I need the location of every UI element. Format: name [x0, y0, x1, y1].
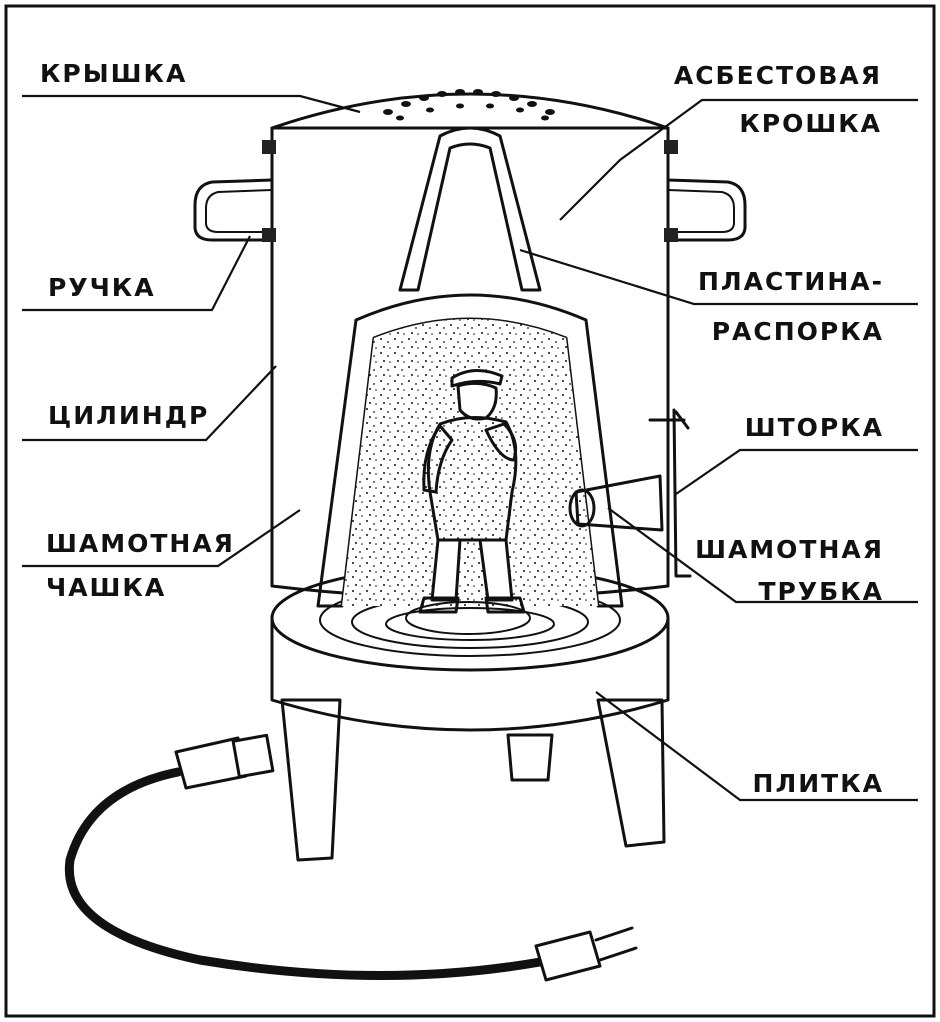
label-cylinder: ЦИЛИНДР — [48, 401, 209, 430]
leader-shutter — [675, 448, 918, 495]
leader-lid — [22, 94, 361, 114]
figurine-leg-left — [430, 538, 462, 602]
label-asbestos-1: АСБЕСТОВАЯ — [674, 61, 882, 90]
figurine-torso — [426, 415, 518, 542]
leader-spacer — [519, 248, 918, 306]
handle-left-inner — [205, 189, 273, 233]
label-tube-2: ТРУБКА — [759, 577, 885, 606]
rivet-left-top — [262, 140, 276, 154]
kiln-chamber — [342, 319, 598, 606]
leader-cylinder — [22, 365, 277, 442]
label-cup-1: ШАМОТНАЯ — [46, 529, 235, 558]
leader-cup — [22, 509, 301, 568]
rivet-right-mid — [664, 228, 678, 242]
rivet-right-top — [664, 140, 678, 154]
label-cup-2: ЧАШКА — [46, 573, 166, 602]
rivet-left-mid — [262, 228, 276, 242]
plug-collar — [231, 733, 275, 779]
stove-group — [270, 564, 670, 862]
shutter-rod — [672, 408, 692, 578]
stove-leg-right — [596, 698, 666, 848]
label-shutter: ШТОРКА — [745, 413, 884, 442]
power-cord-group — [64, 733, 638, 982]
handle-left — [193, 178, 274, 242]
label-tube-1: ШАМОТНАЯ — [695, 535, 884, 564]
leader-tube — [607, 507, 918, 604]
plug-end — [534, 930, 602, 982]
stove-leg-back — [506, 733, 554, 782]
label-asbestos-2: КРОШКА — [739, 109, 882, 138]
shutter-pivot — [648, 410, 690, 430]
figurine-arm-right — [484, 422, 518, 462]
chamotte-cup-group — [316, 293, 624, 608]
label-handle: РУЧКА — [48, 273, 156, 302]
handle-right — [666, 178, 747, 242]
figurine-arm-left — [422, 424, 454, 494]
lid-group — [270, 89, 670, 130]
spacer-plate-group — [398, 126, 542, 292]
labels: КРЫШКА АСБЕСТОВАЯ КРОШКА РУЧКА ПЛАСТИНА-… — [40, 59, 885, 798]
stove-coil-3 — [385, 607, 555, 641]
chamotte-tube — [574, 474, 664, 532]
stove-leg-left — [280, 698, 342, 862]
lid-vent-holes — [383, 89, 555, 121]
stove-body — [270, 616, 670, 732]
label-lid: КРЫШКА — [40, 59, 187, 88]
label-stove: ПЛИТКА — [753, 769, 884, 798]
leader-handle — [22, 235, 251, 312]
leader-stove — [595, 691, 918, 802]
label-spacer-2: РАСПОРКА — [712, 317, 884, 346]
figurine — [405, 369, 531, 635]
spacer-plate — [398, 126, 542, 292]
figurine-boots — [418, 596, 526, 614]
label-spacer-1: ПЛАСТИНА- — [698, 267, 884, 296]
chamotte-tube-opening — [568, 488, 596, 528]
page-frame — [4, 4, 936, 1018]
figurine-leg-right — [478, 538, 514, 602]
leader-asbestos — [559, 98, 918, 221]
power-cord — [64, 767, 545, 981]
plug-pins — [594, 926, 638, 962]
chamotte-tube-group — [568, 408, 692, 578]
figurine-cap — [450, 369, 504, 388]
handle-right-inner — [667, 189, 735, 233]
leader-lines — [22, 94, 918, 802]
figurine-head — [456, 381, 498, 421]
lid — [270, 92, 670, 130]
figurine-base — [405, 601, 531, 635]
